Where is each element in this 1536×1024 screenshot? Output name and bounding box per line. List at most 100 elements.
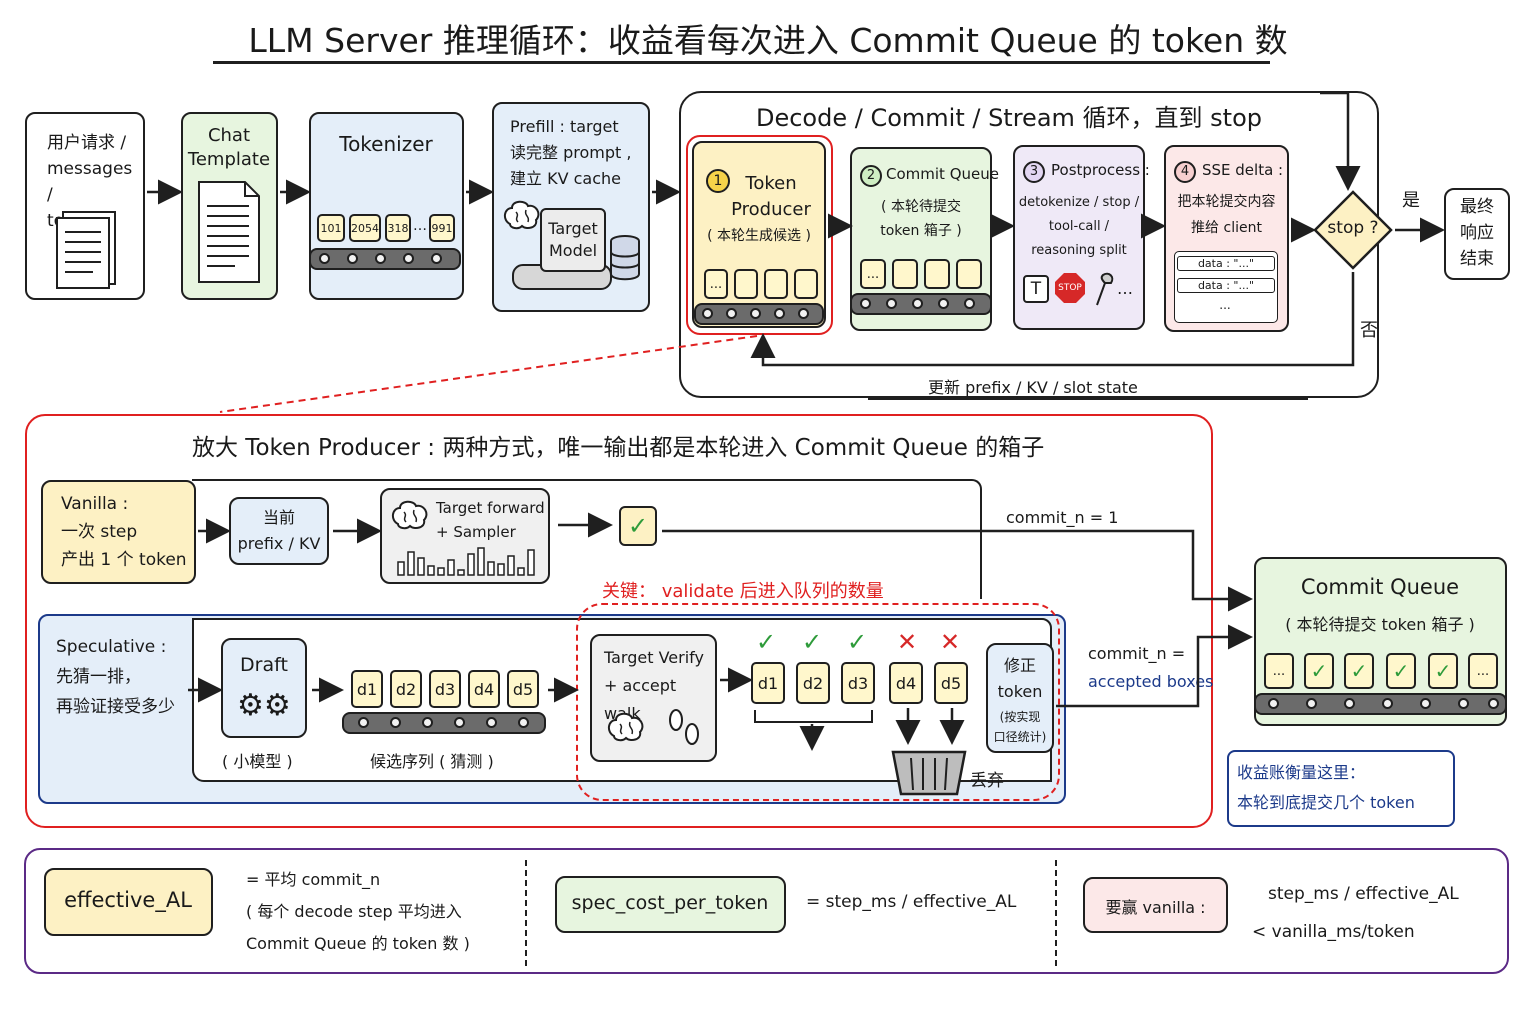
feedback-underline bbox=[868, 398, 1308, 400]
queue-token: ✓ bbox=[1304, 653, 1334, 689]
token-producer-sub: ( 本轮生成候选 ) bbox=[707, 228, 811, 244]
target-verify-box: Target Verify + accept walk bbox=[590, 634, 717, 762]
final-response-box: 最终 响应 结束 bbox=[1444, 188, 1510, 280]
stop-decision-diamond: stop ? bbox=[1313, 190, 1393, 270]
no-label: 否 bbox=[1360, 320, 1378, 341]
chat-template-label: Chat Template bbox=[187, 125, 271, 170]
database-icon bbox=[610, 235, 640, 281]
document-icon bbox=[56, 211, 116, 289]
token-box bbox=[734, 269, 758, 299]
win-condition-box: 要赢 vanilla : bbox=[1083, 877, 1228, 933]
queue-token: ✓ bbox=[1386, 653, 1416, 689]
page-title: LLM Server 推理循环：收益看每次进入 Commit Queue 的 t… bbox=[248, 21, 1288, 60]
chat-template-box: Chat Template bbox=[181, 112, 278, 300]
token-ellipsis: … bbox=[413, 218, 427, 234]
token-id: 991 bbox=[429, 214, 455, 242]
current-prefix-label: 当前 prefix / KV bbox=[237, 508, 321, 553]
effective-al-box: effective_AL bbox=[44, 868, 213, 936]
zoom-title: 放大 Token Producer : 两种方式，唯一输出都是本轮进入 Comm… bbox=[192, 435, 1045, 461]
commit-queue-sub: ( 本轮待提交 token 箱子 ) bbox=[1285, 615, 1475, 634]
conveyor-belt bbox=[342, 712, 546, 734]
template-doc-icon bbox=[198, 181, 260, 283]
formula-divider bbox=[1055, 860, 1057, 966]
draft-sub: ( 小模型 ) bbox=[222, 752, 293, 771]
gears-icon: ⚙⚙ bbox=[237, 688, 291, 723]
commit-queue-step-sub: ( 本轮待提交 token 箱子 ) bbox=[880, 199, 962, 239]
candidate-token: d5 bbox=[507, 670, 539, 708]
win-condition-rhs: < vanilla_ms/token bbox=[1252, 922, 1415, 942]
fix-token-box: 修正 token (按实现 口径统计) bbox=[986, 643, 1054, 753]
ledger-note: 收益账衡量这里： 本轮到底提交几个 token bbox=[1237, 763, 1415, 812]
token-box: ... bbox=[860, 259, 886, 289]
request-box: 用户请求 / messages / tools bbox=[25, 112, 145, 300]
sse-box: 4 SSE delta : 把本轮提交内容 推给 client data : "… bbox=[1164, 145, 1289, 332]
token-box: ... bbox=[704, 269, 728, 299]
win-condition-label: 要赢 vanilla : bbox=[1105, 898, 1206, 917]
postprocess-title: Postprocess : bbox=[1051, 161, 1150, 179]
decode-loop-title: Decode / Commit / Stream 循环，直到 stop bbox=[755, 104, 1262, 132]
token-producer-box: 1 Token Producer ( 本轮生成候选 ) ... bbox=[686, 135, 833, 335]
formula-divider bbox=[525, 860, 527, 966]
verified-token: d1 bbox=[751, 662, 785, 704]
prefill-label: Prefill : target 读完整 prompt , 建立 KV cach… bbox=[510, 117, 632, 188]
vanilla-accepted-token: ✓ bbox=[619, 506, 657, 546]
rejected-token: d4 bbox=[889, 662, 923, 704]
commit-queue-step-title: Commit Queue bbox=[886, 165, 999, 183]
spec-cost-box: spec_cost_per_token bbox=[555, 876, 786, 933]
sse-data-panel: data : "..." data : "..." ... bbox=[1174, 251, 1278, 323]
sse-data-more: ... bbox=[1219, 298, 1231, 312]
sse-title: SSE delta : bbox=[1202, 161, 1284, 179]
candidate-token: d3 bbox=[429, 670, 461, 708]
footprints-icon bbox=[669, 709, 699, 745]
speculative-label: Speculative : 先猜一排， 再验证接受多少 bbox=[56, 637, 175, 717]
verified-token: d2 bbox=[796, 662, 830, 704]
step-number-1: 1 bbox=[706, 169, 730, 193]
spec-cost-definition: = step_ms / effective_AL bbox=[806, 892, 1017, 912]
token-box bbox=[924, 259, 950, 289]
candidate-token: d4 bbox=[468, 670, 500, 708]
queue-token: ... bbox=[1468, 653, 1498, 689]
effective-al-definition: = 平均 commit_n ( 每个 decode step 平均进入 Comm… bbox=[246, 870, 470, 953]
token-id: 318 bbox=[385, 214, 411, 242]
formula-frame bbox=[24, 848, 1509, 974]
check-icon: ✓ bbox=[756, 628, 777, 656]
postprocess-more: … bbox=[1117, 279, 1133, 298]
check-icon: ✓ bbox=[1310, 659, 1328, 683]
brain-icon bbox=[608, 712, 644, 742]
spec-cost-label: spec_cost_per_token bbox=[571, 892, 769, 914]
fix-token-sub: (按实现 口径统计) bbox=[993, 710, 1047, 744]
check-icon: ✓ bbox=[627, 512, 649, 540]
candidate-token: d2 bbox=[390, 670, 422, 708]
conveyor-belt bbox=[309, 248, 461, 270]
vanilla-label: Vanilla : 一次 step 产出 1 个 token bbox=[61, 494, 187, 570]
draft-label: Draft bbox=[240, 654, 288, 676]
draft-model-box: Draft ⚙⚙ bbox=[221, 638, 307, 738]
commit-queue-step-box: 2 Commit Queue ( 本轮待提交 token 箱子 ) ... bbox=[850, 147, 999, 331]
check-icon: ✓ bbox=[802, 628, 823, 656]
check-icon: ✓ bbox=[847, 628, 868, 656]
vanilla-label-box: Vanilla : 一次 step 产出 1 个 token bbox=[41, 480, 196, 584]
commit-queue-title: Commit Queue bbox=[1300, 575, 1460, 599]
win-condition-lhs: step_ms / effective_AL bbox=[1268, 884, 1459, 904]
token-box bbox=[892, 259, 918, 289]
title-underline bbox=[213, 61, 1270, 64]
token-box bbox=[956, 259, 982, 289]
candidate-caption: 候选序列 ( 猜测 ) bbox=[370, 752, 494, 771]
final-response-label: 最终 响应 结束 bbox=[1460, 197, 1494, 269]
token-id: 2054 bbox=[349, 214, 381, 242]
target-forward-label: Target forward + Sampler bbox=[436, 499, 545, 541]
step-number-4: 4 bbox=[1174, 161, 1196, 183]
stop-sign-icon: STOP bbox=[1055, 273, 1085, 303]
trash-basket-icon bbox=[891, 750, 967, 796]
sampler-histogram-icon bbox=[397, 547, 535, 576]
effective-al-label: effective_AL bbox=[64, 888, 192, 912]
queue-token: ✓ bbox=[1428, 653, 1458, 689]
step-number-3: 3 bbox=[1023, 161, 1045, 183]
token-box bbox=[794, 269, 818, 299]
text-t-icon: T bbox=[1023, 275, 1049, 303]
rejected-token: d5 bbox=[934, 662, 968, 704]
step-number-2: 2 bbox=[860, 165, 882, 187]
target-model-label: Target Model bbox=[548, 219, 598, 260]
vanilla-commit-n: commit_n = 1 bbox=[1006, 508, 1119, 527]
spec-accepted-boxes: accepted boxes bbox=[1088, 672, 1214, 691]
